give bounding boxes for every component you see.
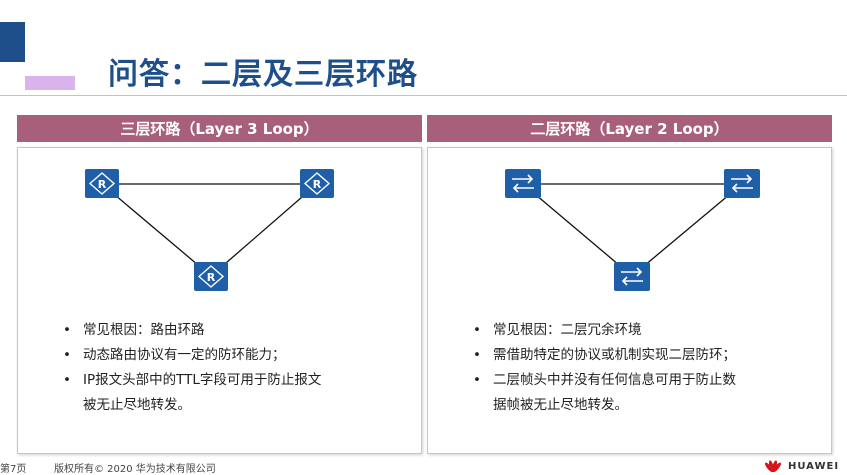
svg-text:R: R bbox=[98, 178, 107, 191]
right-panel-header: 二层环路（Layer 2 Loop） bbox=[427, 115, 832, 142]
slide-title: 问答：二层及三层环路 bbox=[108, 57, 418, 92]
left-bullet-list: 常见根因：路由环路 动态路由协议有一定的防环能力； IP报文头部中的TTL字段可… bbox=[63, 318, 321, 418]
bullet-item: 需借助特定的协议或机制实现二层防环； bbox=[473, 343, 736, 368]
accent-bar bbox=[25, 76, 75, 90]
bullet-item: 动态路由协议有一定的防环能力； bbox=[63, 343, 321, 368]
bullet-item: 常见根因：路由环路 bbox=[63, 318, 321, 343]
svg-text:R: R bbox=[207, 271, 216, 284]
switch-topology bbox=[505, 169, 760, 291]
title-divider bbox=[0, 95, 847, 96]
right-panel: 常见根因：二层冗余环境 需借助特定的协议或机制实现二层防环； 二层帧头中并没有任… bbox=[427, 147, 832, 454]
link-line bbox=[631, 183, 743, 277]
corner-block bbox=[0, 22, 25, 62]
link-line bbox=[210, 183, 318, 277]
page-number: 第7页 bbox=[0, 464, 27, 475]
left-panel-header: 三层环路（Layer 3 Loop） bbox=[17, 115, 422, 142]
copyright-text: 版权所有© 2020 华为技术有限公司 bbox=[54, 464, 216, 475]
right-bullet-list: 常见根因：二层冗余环境 需借助特定的协议或机制实现二层防环； 二层帧头中并没有任… bbox=[473, 318, 736, 418]
bullet-item: 常见根因：二层冗余环境 bbox=[473, 318, 736, 343]
bullet-item: IP报文头部中的TTL字段可用于防止报文 被无止尽地转发。 bbox=[63, 368, 321, 418]
router-icon: R bbox=[194, 262, 228, 291]
router-topology: R R R bbox=[85, 169, 334, 291]
brand-text: HUAWEI bbox=[788, 461, 840, 472]
link-line bbox=[101, 183, 212, 277]
router-icon: R bbox=[85, 169, 119, 198]
link-line bbox=[522, 183, 633, 277]
switch-icon bbox=[614, 262, 650, 291]
svg-text:R: R bbox=[313, 178, 322, 191]
switch-icon bbox=[724, 169, 760, 198]
switch-icon bbox=[505, 169, 541, 198]
router-icon: R bbox=[300, 169, 334, 198]
left-panel: R R R 常见根因：路由环路 动态路由协议有一定的防环能力； IP报文头部中的… bbox=[17, 147, 422, 454]
huawei-logo-icon bbox=[764, 460, 782, 472]
bullet-item: 二层帧头中并没有任何信息可用于防止数 据帧被无止尽地转发。 bbox=[473, 368, 736, 418]
